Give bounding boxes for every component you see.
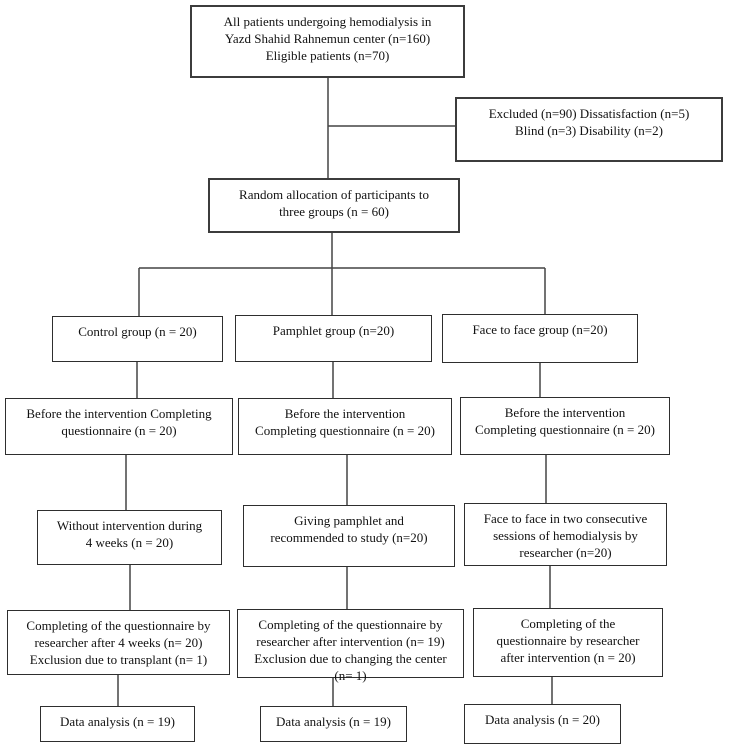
node-before-intervention-pamphlet: Before the intervention Completing quest… bbox=[238, 398, 452, 455]
node-after-intervention-pamphlet: Completing of the questionnaire by resea… bbox=[237, 609, 464, 683]
node-eligible-patients: All patients undergoing hemodialysis in … bbox=[190, 5, 465, 78]
node-excluded: Excluded (n=90) Dissatisfaction (n=5) Bl… bbox=[455, 97, 723, 162]
node-face-to-face-group: Face to face group (n=20) bbox=[442, 314, 638, 363]
node-before-intervention-face: Before the intervention Completing quest… bbox=[460, 397, 670, 455]
node-data-analysis-control: Data analysis (n = 19) bbox=[40, 706, 195, 742]
node-giving-pamphlet: Giving pamphlet and recommended to study… bbox=[243, 505, 455, 567]
node-after-intervention-control: Completing of the questionnaire by resea… bbox=[7, 610, 230, 675]
node-face-to-face-sessions: Face to face in two consecutive sessions… bbox=[464, 503, 667, 566]
node-pamphlet-group: Pamphlet group (n=20) bbox=[235, 315, 432, 362]
node-after-intervention-face: Completing of the questionnaire by resea… bbox=[473, 608, 663, 677]
node-before-intervention-control: Before the intervention Completing quest… bbox=[5, 398, 233, 455]
node-data-analysis-face: Data analysis (n = 20) bbox=[464, 704, 621, 744]
node-data-analysis-pamphlet: Data analysis (n = 19) bbox=[260, 706, 407, 742]
node-without-intervention: Without intervention during 4 weeks (n =… bbox=[37, 510, 222, 565]
node-control-group: Control group (n = 20) bbox=[52, 316, 223, 362]
node-random-allocation: Random allocation of participants to thr… bbox=[208, 178, 460, 233]
